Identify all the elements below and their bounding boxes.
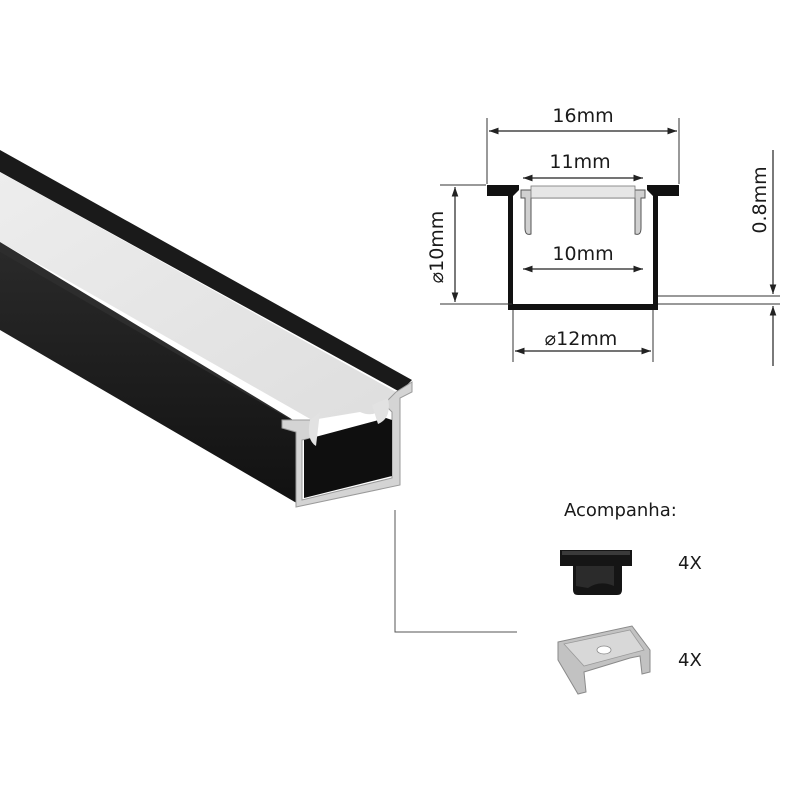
dim-11mm-label: 11mm — [549, 151, 610, 173]
profile-top-rim — [0, 150, 412, 392]
dim-12mm-label: ⌀12mm — [545, 328, 618, 350]
leader-line — [394, 510, 517, 633]
dim-16mm-label: 16mm — [552, 105, 613, 127]
diffuser-cover — [0, 172, 396, 420]
end-cap-quantity: 4X — [678, 553, 702, 574]
accessories-panel: Acompanha: 4X 4X — [557, 500, 702, 695]
dim-thickness-label: 0.8mm — [749, 166, 771, 233]
end-cap-icon — [560, 550, 632, 595]
profile-front-end — [281, 381, 413, 508]
mounting-clip-quantity: 4X — [678, 650, 702, 671]
profile-lower-lip — [0, 242, 300, 425]
accessories-heading: Acompanha: — [564, 500, 677, 521]
diffuser-end-curl — [308, 412, 320, 446]
led-profile-render — [0, 150, 413, 508]
mounting-clip-icon — [557, 625, 651, 695]
dim-10mm-label: 10mm — [552, 243, 613, 265]
dim-height-label: ⌀10mm — [426, 211, 448, 284]
diffuser-cover-fill — [530, 185, 636, 199]
profile-channel-inside — [304, 418, 392, 498]
profile-side-body — [0, 245, 300, 505]
diffuser-end-curl-right — [372, 398, 389, 424]
cross-section-drawing: 16mm 11mm 10mm ⌀10mm 0.8mm ⌀12mm — [426, 105, 780, 366]
